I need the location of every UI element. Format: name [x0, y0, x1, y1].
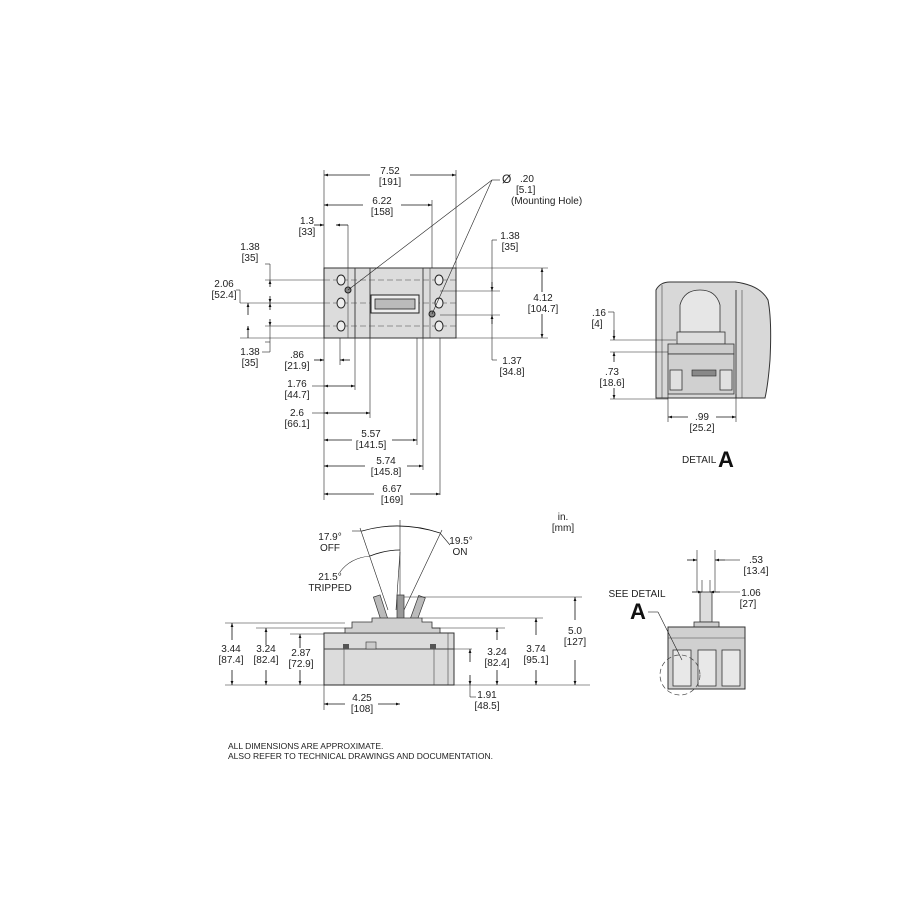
dim-2-06-in: 2.06	[214, 279, 234, 290]
dim-2-6-mm: [66.1]	[284, 419, 309, 430]
note-approximate: ALL DIMENSIONS ARE APPROXIMATE.	[228, 741, 383, 751]
dim-right-top-mm: [35]	[502, 242, 519, 253]
dim-0-99-in: .99	[695, 412, 709, 423]
dim-3-74-in: 3.74	[526, 644, 546, 655]
dim-0-73-in: .73	[605, 367, 619, 378]
dim-1-37-mm: [34.8]	[499, 367, 524, 378]
dim-1-3-mm: [33]	[299, 227, 316, 238]
top-view: 7.52 [191] 6.22 [158] 1.3 [33] Ø .20 [5.…	[211, 165, 582, 506]
on-angle-value: 19.5°	[449, 536, 472, 547]
dim-0-99-mm: [25.2]	[689, 423, 714, 434]
dim-0-86-mm: [21.9]	[284, 361, 309, 372]
dim-2-87-mm: [72.9]	[288, 659, 313, 670]
dim-0-16-in: .16	[592, 308, 606, 319]
mounting-hole-label: (Mounting Hole)	[511, 196, 582, 207]
dim-3-24-left-in: 3.24	[256, 644, 276, 655]
dim-4-25-mm: [108]	[351, 704, 373, 715]
tripped-angle-value: 21.5°	[318, 572, 341, 583]
dim-left-top-in: 1.38	[240, 242, 260, 253]
dim-1-91-in: 1.91	[477, 690, 497, 701]
mounting-hole-in: .20	[520, 174, 534, 185]
dim-3-44-mm: [87.4]	[218, 655, 243, 666]
dim-1-37-in: 1.37	[502, 356, 522, 367]
dim-3-74-mm: [95.1]	[523, 655, 548, 666]
dim-1-76-mm: [44.7]	[284, 390, 309, 401]
dim-3-44-in: 3.44	[221, 644, 241, 655]
dim-left-bottom-in: 1.38	[240, 347, 260, 358]
tripped-angle-label: TRIPPED	[308, 583, 351, 594]
dim-6-67-in: 6.67	[382, 484, 402, 495]
detail-a-view: .16 [4] .73 [18.6] .99 [25.2] DETAIL A	[591, 281, 772, 472]
dim-5-74-in: 5.74	[376, 456, 396, 467]
dim-0-86-in: .86	[290, 350, 304, 361]
dim-right-top-in: 1.38	[500, 231, 520, 242]
dim-5-0-mm: [127]	[564, 637, 586, 648]
dim-7-52-in: 7.52	[380, 166, 400, 177]
dim-4-12-in: 4.12	[533, 293, 553, 304]
terminal-lugs	[672, 649, 741, 687]
side-view: in. [mm] 17.9° OFF 19.5° ON 21.5° TRIPPE…	[218, 512, 590, 715]
note-refer: ALSO REFER TO TECHNICAL DRAWINGS AND DOC…	[228, 751, 493, 761]
see-detail-label: SEE DETAIL	[608, 589, 665, 600]
dim-3-24-left-mm: [82.4]	[253, 655, 278, 666]
dim-2-87-in: 2.87	[291, 648, 311, 659]
units-mm: [mm]	[552, 523, 574, 534]
detail-a-title: DETAIL	[682, 455, 717, 466]
breaker-body-side	[323, 632, 455, 686]
dim-0-73-mm: [18.6]	[599, 378, 624, 389]
detail-a-letter: A	[718, 447, 734, 472]
off-angle-value: 17.9°	[318, 532, 341, 543]
mounting-hole-mm: [5.1]	[516, 185, 536, 196]
dim-left-top-mm: [35]	[242, 253, 259, 264]
dim-4-12-mm: [104.7]	[528, 304, 559, 315]
dim-1-06-mm: [27]	[740, 599, 757, 610]
dim-5-0-in: 5.0	[568, 626, 582, 637]
notes: ALL DIMENSIONS ARE APPROXIMATE. ALSO REF…	[228, 741, 493, 761]
see-detail-letter: A	[630, 599, 646, 624]
dim-5-57-mm: [141.5]	[356, 440, 387, 451]
on-angle-label: ON	[453, 547, 468, 558]
dim-1-3-in: 1.3	[300, 216, 314, 227]
dim-1-76-in: 1.76	[287, 379, 307, 390]
dim-6-67-mm: [169]	[381, 495, 403, 506]
dim-0-53-mm: [13.4]	[743, 566, 768, 577]
off-angle-label: OFF	[320, 543, 340, 554]
dim-3-24-right-in: 3.24	[487, 647, 507, 658]
dim-1-91-mm: [48.5]	[474, 701, 499, 712]
dim-0-16-mm: [4]	[591, 319, 602, 330]
dim-1-06-in: 1.06	[741, 588, 761, 599]
dim-left-bottom-mm: [35]	[242, 358, 259, 369]
dim-4-25-in: 4.25	[352, 693, 372, 704]
dim-6-22-mm: [158]	[371, 207, 393, 218]
dim-5-74-mm: [145.8]	[371, 467, 402, 478]
dim-2-6-in: 2.6	[290, 408, 304, 419]
end-view: .53 [13.4] 1.06 [27] SEE DETAIL A	[608, 550, 769, 696]
units-in: in.	[558, 512, 569, 523]
dim-7-52-mm: [191]	[379, 177, 401, 188]
dim-6-22-in: 6.22	[372, 196, 392, 207]
dim-0-53-in: .53	[749, 555, 763, 566]
diameter-symbol: Ø	[502, 172, 511, 186]
dim-2-06-mm: [52.4]	[211, 290, 236, 301]
dim-3-24-right-mm: [82.4]	[484, 658, 509, 669]
dim-5-57-in: 5.57	[361, 429, 381, 440]
